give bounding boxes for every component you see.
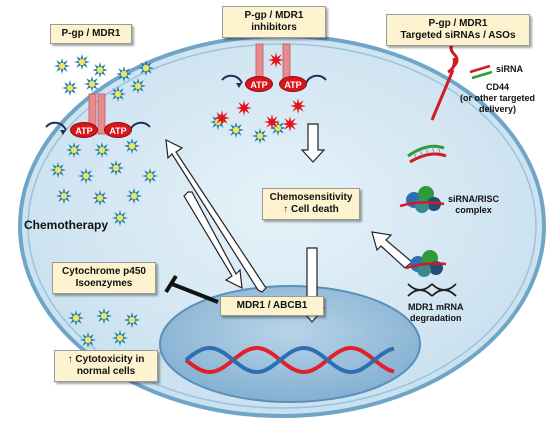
pgp-transporter-top [221,43,327,88]
mdr1-abcb1-label: MDR1 / ABCB1 [236,300,308,311]
sirna-risc-complex [399,186,445,213]
drug-molecule-icon [66,142,82,158]
dna-strand [184,346,395,375]
inhibition-line [164,274,219,304]
sirna-risc-line1: siRNA/RISC [448,194,500,204]
mrna-line2: degradation [410,313,462,323]
dna-strand [184,345,395,374]
sirna-fragments [407,144,447,164]
drug-molecule-icon [116,66,132,82]
inhibitor-molecule-icon [236,100,252,116]
cytochrome-line2: Isoenzymes [75,278,133,289]
arrow-rna-to-sensitivity [371,231,413,269]
drug-molecule-icon [112,330,128,346]
arrow-chemo-to-gene [183,191,243,290]
atp-left-2: ATP [104,122,132,138]
drug-molecule-icon [110,86,126,102]
drug-molecule-icon [54,58,70,74]
drug-molecule-icon [92,62,108,78]
drug-molecule-icon [126,188,142,204]
cell-membrane-inner [27,43,537,409]
cytotoxicity-line1: ↑ Cytotoxicity in [67,354,145,365]
sirna-label: siRNA [496,64,524,74]
drug-molecule-icon [68,310,84,326]
inhibitor-molecule-icon [264,114,280,130]
inhibitor-molecule-icon [214,110,230,126]
drug-molecule-icon [96,308,112,324]
pgp-targeted-line1: P-gp / MDR1 [428,18,488,29]
drug-molecule-icon [92,190,108,206]
cytochrome-line1: Cytochrome p450 [62,266,146,277]
inhibitor-molecule-icon [282,116,298,132]
drug-molecule-icon [124,312,140,328]
drug-molecule-icon [84,76,100,92]
inhibitor-molecules [214,52,306,132]
chemosensitivity-line1: Chemosensitivity [269,192,353,203]
pgp-mdr1-label: P-gp / MDR1 [61,28,121,39]
pgp-inhibitors-line1: P-gp / MDR1 [244,10,304,21]
drug-molecule-icon [80,332,96,348]
pgp-targeted-box: P-gp / MDR1 Targeted siRNAs / ASOs [386,14,530,46]
atp-left-1: ATP [70,122,98,138]
chemotherapy-label: Chemotherapy [24,218,109,232]
drug-molecule-icon [50,162,66,178]
drug-molecule-icon [112,210,128,226]
pgp-inhibitors-box: P-gp / MDR1 inhibitors [222,6,326,38]
drug-molecule-icon [94,142,110,158]
drug-molecule-icon [228,122,244,138]
cd44-line3: delivery) [478,104,517,114]
cytochrome-box: Cytochrome p450 Isoenzymes [52,262,156,294]
drug-molecule-icon [142,168,158,184]
drug-molecule-icon [130,78,146,94]
arrow-inhibitors-down [300,123,326,163]
cd44-line1: CD44 [486,82,510,92]
pgp-mdr1-box: P-gp / MDR1 [50,24,132,44]
cytotoxicity-line2: normal cells [76,366,136,377]
atp-top-1: ATP [245,76,273,92]
atp-top-2: ATP [279,76,307,92]
sirna-risc-line2: complex [455,205,492,215]
cd44-receptor [430,40,493,121]
drug-molecule-icon [62,80,78,96]
cd44-label: CD44 (or other targeted delivery) [460,82,535,115]
open-arrows [165,123,413,323]
dna-helix [184,345,395,375]
drug-molecule-icon [74,54,90,70]
drug-molecule-icon [56,188,72,204]
drug-molecule-icon [138,60,154,76]
cytotoxicity-box: ↑ Cytotoxicity in normal cells [54,350,158,382]
pgp-inhibitors-line2: inhibitors [251,22,297,33]
mdr1-abcb1-box: MDR1 / ABCB1 [220,296,324,316]
arrow-gene-to-pump [165,138,267,293]
drug-molecule-icon [108,160,124,176]
cd44-line2: (or other targeted [460,93,536,103]
inhibitor-molecule-icon [290,98,306,114]
drug-molecule-icon [124,138,140,154]
chemosensitivity-box: Chemosensitivity ↑ Cell death [262,188,360,220]
cell-death-line: ↑ Cell death [283,204,339,215]
mrna-degradation-label: MDR1 mRNA degradation [408,302,464,324]
mrna-line1: MDR1 mRNA [408,302,464,312]
pgp-transporter-left [45,93,151,135]
sirna-risc-label: siRNA/RISC complex [448,194,499,216]
drug-molecule-icon [78,168,94,184]
inhibitor-molecule-icon [268,52,284,68]
drug-molecule-icon [252,128,268,144]
mrna-degradation [405,250,457,297]
pgp-targeted-line2: Targeted siRNAs / ASOs [400,30,516,41]
